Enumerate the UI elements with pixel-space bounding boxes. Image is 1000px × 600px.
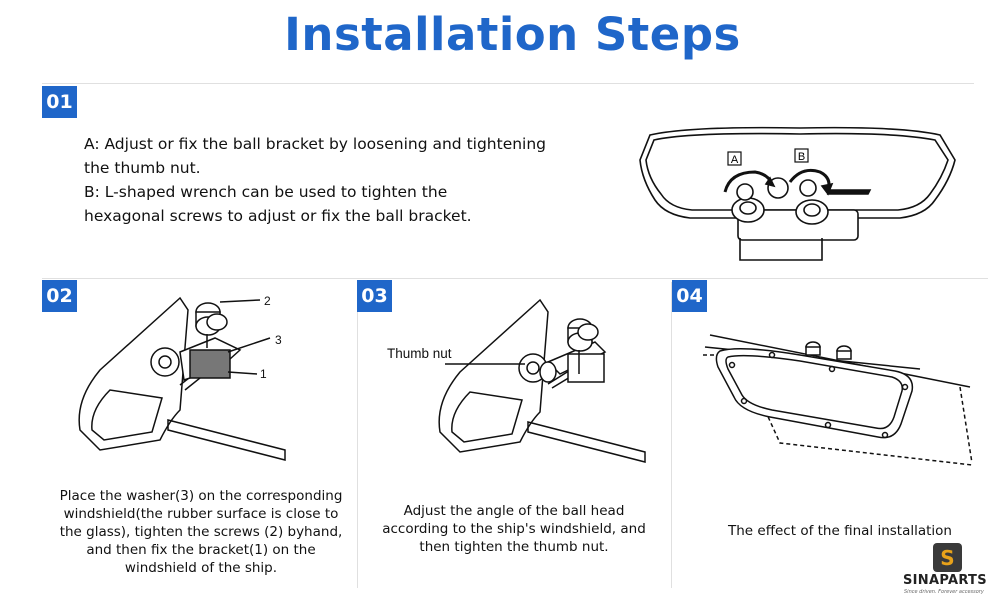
step-1-line: the thumb nut. [84, 159, 201, 177]
caption-line: and then fix the bracket(1) on the [86, 542, 316, 558]
brand-tagline: Since driven. Forever accessory [904, 589, 984, 595]
step-1-line: B: L-shaped wrench can be used to tighte… [84, 183, 448, 201]
divider-col-2 [671, 282, 672, 588]
step-1-line: A: Adjust or fix the ball bracket by loo… [84, 135, 547, 153]
step-1-illustration: A B [639, 126, 956, 261]
step-3-badge: 03 [357, 280, 392, 312]
label-a: A [731, 154, 739, 166]
step-4-caption: The effect of the final installation [672, 522, 1000, 540]
caption-line: windshield(the rubber surface is close t… [63, 506, 339, 522]
step-2-badge: 02 [42, 280, 77, 312]
brand-logo-icon: S [933, 543, 962, 572]
step-1-text: A: Adjust or fix the ball bracket by loo… [84, 132, 604, 228]
step-3-illustration [438, 298, 646, 463]
caption-line: The effect of the final installation [728, 523, 952, 539]
step-1-line: hexagonal screws to adjust or fix the ba… [84, 207, 472, 225]
step-4-badge: 04 [672, 280, 707, 312]
callout-2: 2 [264, 294, 271, 308]
caption-line: windshield of the ship. [124, 560, 278, 576]
step-3-caption: Adjust the angle of the ball head accord… [357, 502, 671, 556]
brand-name: SINAPARTS [903, 573, 987, 588]
caption-line: Place the washer(3) on the corresponding [59, 488, 343, 504]
label-b: B [798, 151, 805, 163]
caption-line: Adjust the angle of the ball head [403, 503, 625, 519]
step-1-badge: 01 [42, 86, 77, 118]
caption-line: according to the ship's windshield, and [382, 521, 646, 537]
page-title: Installation Steps [284, 8, 741, 61]
thumb-nut-callout: Thumb nut [387, 346, 452, 361]
divider-top [42, 83, 974, 84]
logo-letter: S [940, 545, 955, 570]
callout-1: 1 [260, 367, 267, 381]
callout-3: 3 [275, 333, 282, 347]
step-4-illustration [703, 334, 973, 466]
step-2-caption: Place the washer(3) on the corresponding… [48, 487, 354, 577]
caption-line: then tighten the thumb nut. [419, 539, 609, 555]
divider-col-1 [357, 282, 358, 588]
step-2-illustration [78, 296, 286, 461]
divider-middle [42, 278, 988, 279]
caption-line: the glass), tighten the screws (2) byhan… [59, 524, 343, 540]
